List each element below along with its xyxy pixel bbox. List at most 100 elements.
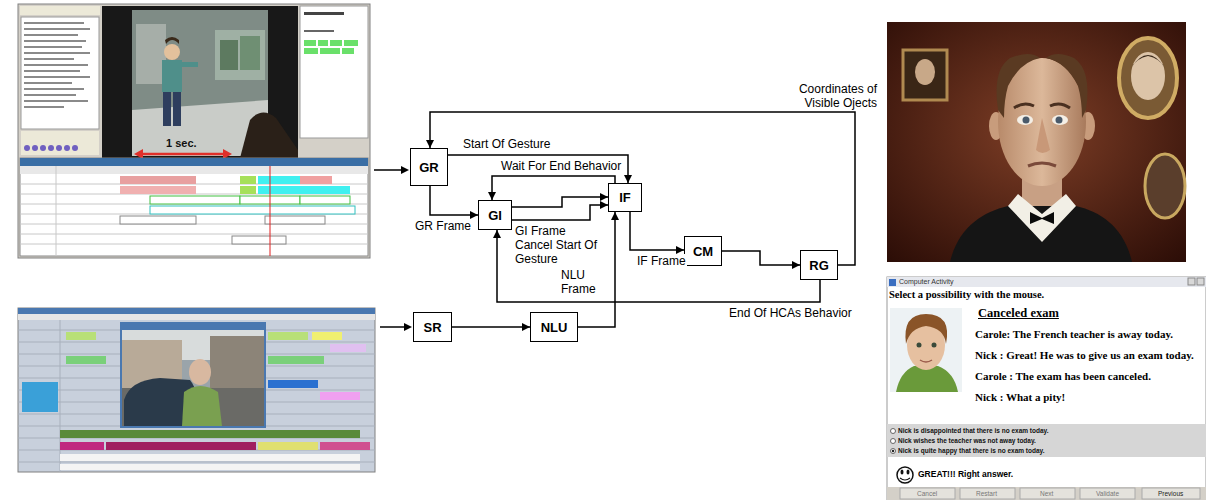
annotation-screenshot-part	[265, 216, 325, 224]
annotation-screenshot-part	[300, 196, 350, 204]
annotation-screenshot-part	[22, 382, 58, 412]
annotation-screenshot-part	[258, 176, 300, 184]
box-label: GR	[419, 160, 439, 175]
annotation-screenshot-part	[21, 17, 99, 129]
answer-option: Nick wishes the teacher was not away tod…	[898, 437, 1036, 444]
button-label: Next	[1040, 490, 1053, 497]
annotation-screenshot-part	[18, 320, 375, 472]
dialogue-line: Nick : What a pity!	[975, 391, 1065, 404]
input-arrow-part	[374, 169, 402, 171]
activity-window-part	[960, 488, 1015, 499]
edge-label: Coordinates of Visible Ojects	[772, 82, 878, 110]
edge-label: GR Frame	[414, 219, 472, 233]
activity-window-part	[1080, 488, 1135, 499]
character-portrait-part	[1046, 54, 1088, 118]
annotation-screenshot-part	[304, 48, 318, 54]
edge-label: NLU Frame	[560, 268, 612, 296]
annotation-screenshot-part	[268, 380, 318, 388]
annotation-screenshot-part	[300, 176, 332, 184]
annotation-screenshot-part	[330, 40, 342, 46]
annotation-screenshot-part	[163, 92, 171, 126]
process-box: NLU	[530, 312, 578, 342]
connector-arrow	[448, 155, 632, 183]
annotation-screenshot-part	[18, 308, 375, 472]
annotation-screenshot-part	[18, 308, 375, 314]
connector-line	[430, 186, 478, 215]
annotation-screenshot-part	[20, 166, 368, 256]
annotation-screenshot-part	[120, 216, 196, 224]
activity-window-part	[1188, 278, 1195, 285]
edge-label: Cancel Start Of Gesture	[514, 238, 612, 266]
annotation-screenshot-part	[24, 145, 78, 151]
character-portrait-part	[1014, 104, 1034, 108]
arrowhead	[522, 323, 530, 331]
character-portrait-part	[1052, 115, 1068, 125]
answer-option: Nick is disappointed that there is no ex…	[898, 427, 1049, 434]
annotation-screenshot-part	[120, 322, 266, 428]
annotation-screenshot-part	[140, 153, 226, 156]
annotation-screenshot-part	[210, 336, 264, 396]
box-label: GI	[488, 208, 502, 223]
activity-window-part	[907, 470, 910, 475]
activity-window-part	[887, 277, 1206, 287]
instruction-text: Select a possibility with the mouse.	[889, 289, 1044, 301]
annotation-screenshot-part	[102, 6, 298, 158]
annotation-screenshot-part	[24, 52, 90, 54]
connector-arrow	[426, 112, 855, 265]
activity-window-part	[920, 360, 932, 362]
arrowhead	[426, 140, 434, 148]
button-label: Previous	[1158, 490, 1183, 497]
box-label: NLU	[541, 320, 568, 335]
dialogue-line: Nick : Great! He was to give us an exam …	[975, 349, 1194, 362]
feedback-text: GREAT!!! Right answer.	[918, 470, 1013, 480]
arrowhead	[600, 193, 608, 201]
annotation-screenshot-part	[24, 64, 88, 66]
dialogue-line: Carole: The French teacher is away today…	[975, 328, 1173, 341]
annotation-screenshot-part	[330, 344, 366, 352]
connector-arrow	[630, 212, 684, 254]
activity-window-part	[900, 478, 910, 480]
character-portrait-part	[1119, 38, 1177, 118]
character-portrait-part	[1056, 117, 1063, 124]
edge-label: Start Of Gesture	[462, 137, 551, 151]
character-portrait	[887, 22, 1186, 262]
activity-window-part	[890, 308, 962, 392]
connector-arrow	[512, 201, 608, 220]
annotation-screenshot-part	[320, 392, 360, 400]
annotation-screenshot-part	[24, 100, 88, 102]
activity-window-part	[887, 277, 1206, 500]
process-box: RG	[800, 250, 838, 280]
annotation-screenshot-part	[300, 6, 368, 138]
edge-label: Wait For End Behavior	[500, 159, 622, 173]
activity-window-part	[897, 467, 913, 483]
activity-window-part	[932, 343, 937, 348]
activity-window-part	[900, 488, 955, 499]
annotation-screenshot-part	[24, 46, 82, 48]
annotation-screenshot-part	[32, 145, 38, 151]
annotation-screenshot-part	[268, 332, 308, 340]
annotation-screenshot-part	[24, 28, 90, 30]
annotation-screenshot-part	[24, 94, 76, 96]
annotation-screenshot-part	[240, 112, 298, 158]
arrowhead	[488, 192, 496, 200]
character-portrait-part	[997, 54, 1041, 118]
annotation-screenshot-part	[20, 166, 368, 174]
arrowhead	[792, 261, 800, 269]
character-portrait-part	[903, 50, 947, 100]
annotation-screenshot-part	[258, 186, 350, 194]
annotation-screenshot-part	[56, 145, 62, 151]
box-label: IF	[619, 190, 631, 205]
annotation-screenshot-part	[162, 60, 182, 92]
character-portrait-part	[1030, 212, 1054, 224]
annotation-screenshot-part	[66, 332, 96, 340]
character-portrait-part	[1145, 154, 1185, 218]
character-portrait-part	[1023, 117, 1030, 124]
annotation-screenshot-part	[164, 44, 180, 60]
annotation-screenshot-part	[24, 22, 90, 108]
activity-window-part	[892, 450, 894, 452]
activity-window-part	[905, 314, 947, 344]
connector-line	[630, 212, 684, 250]
character-portrait-part	[1050, 104, 1070, 108]
annotation-screenshot-part	[72, 145, 78, 151]
process-box: CM	[684, 236, 722, 266]
